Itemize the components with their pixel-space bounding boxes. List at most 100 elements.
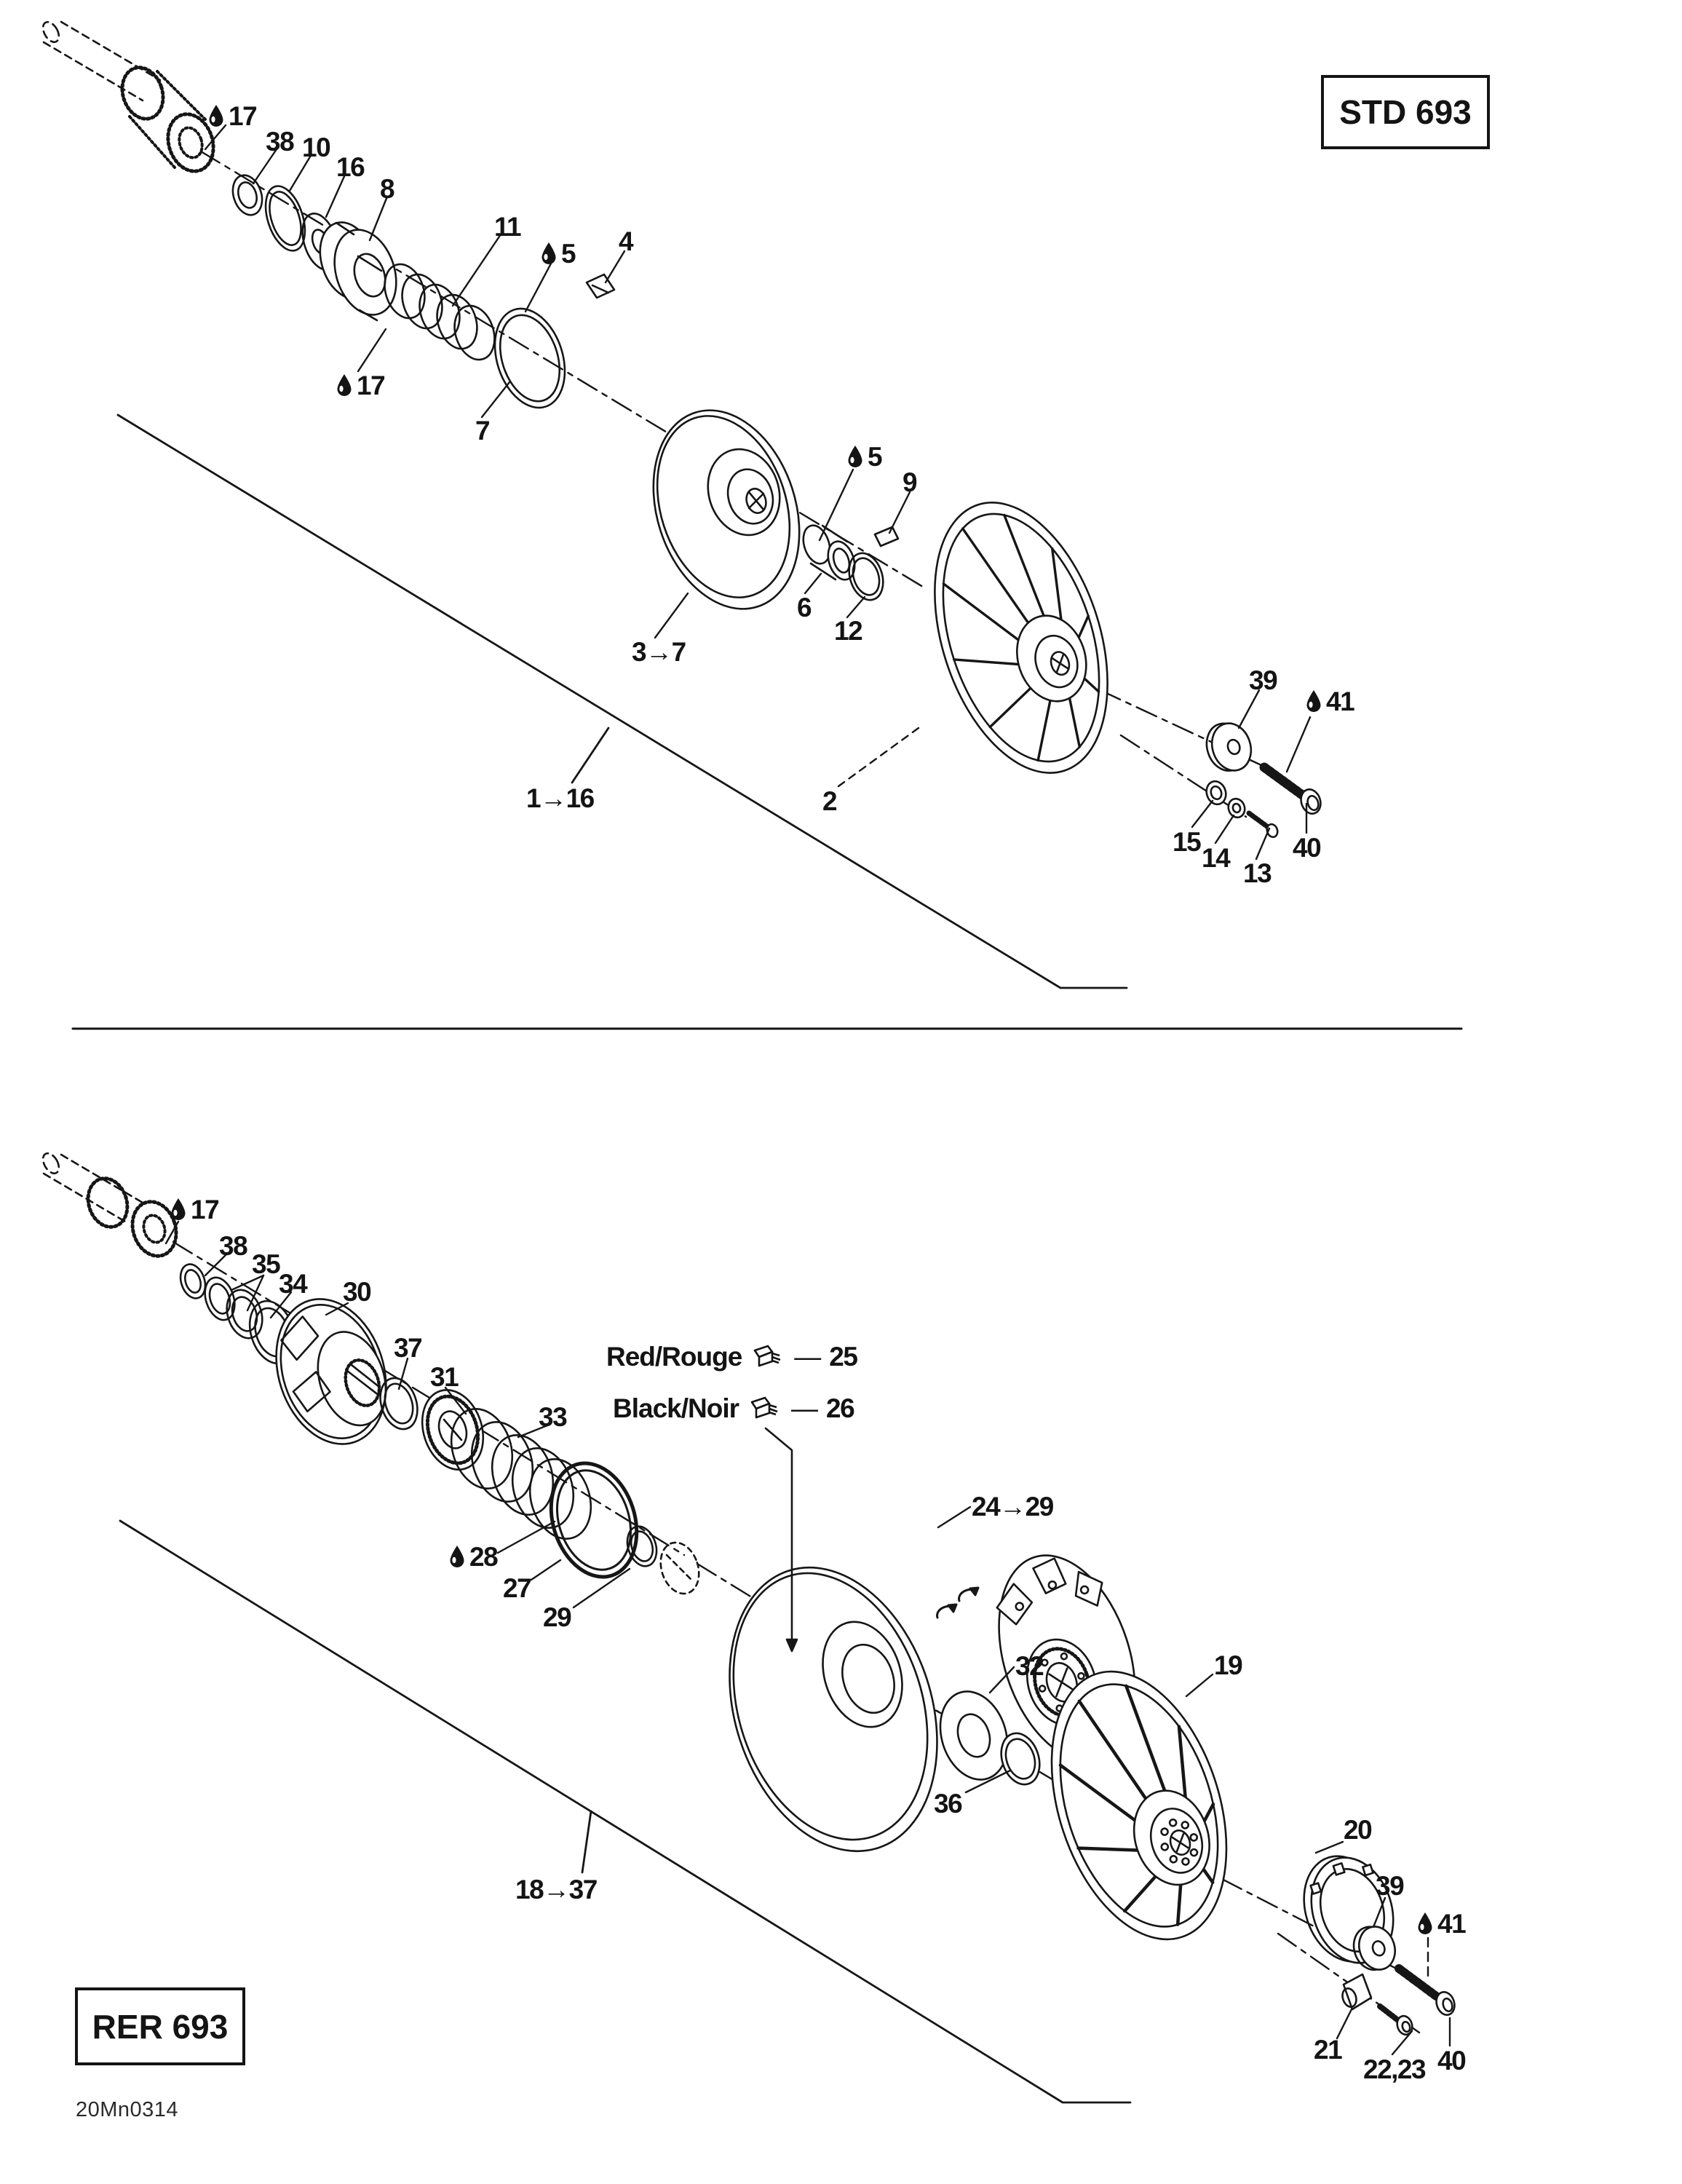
oil-drop-icon: [1418, 1912, 1432, 1934]
part-number: 9: [903, 467, 918, 497]
document-code: 20Mn0314: [76, 2098, 179, 2121]
part-number: 35: [252, 1249, 281, 1279]
color-callout-26: Black/Noir—26: [613, 1393, 855, 1423]
callout-14: 14: [1202, 843, 1231, 873]
callout-17: 17: [336, 372, 386, 399]
part-number: 8: [380, 174, 395, 204]
part-number: 32: [1015, 1651, 1044, 1681]
color-name: Black/Noir: [613, 1393, 739, 1423]
callout-28: 28: [448, 1542, 499, 1572]
fixed-sheave-2: [934, 502, 1108, 774]
callout-38: 38: [266, 127, 295, 157]
dash-separator: —: [791, 1393, 818, 1423]
snap-ring-10: [264, 185, 306, 252]
callout-19: 19: [1214, 1650, 1243, 1680]
callout-9: 9: [903, 467, 918, 497]
callout-17: 17: [207, 103, 258, 130]
part-number: 16: [336, 152, 365, 182]
callout-39: 39: [1249, 667, 1278, 694]
wire-clip-icon: [753, 1345, 781, 1367]
spring-11: [384, 263, 496, 361]
part-number: 39: [1376, 1871, 1405, 1901]
variant-label-rer: RER 693: [92, 2007, 229, 2046]
callout-12: 12: [834, 617, 863, 644]
part-number: 7: [475, 416, 491, 446]
callout-21: 21: [1314, 2035, 1343, 2065]
variant-badge-std: STD 693: [1321, 75, 1490, 149]
group-bracket-18-37: [119, 1519, 1132, 2104]
screw-13: [1246, 810, 1279, 839]
washer-39: [1205, 722, 1253, 772]
oil-drop-icon: [1306, 690, 1321, 712]
splined-shaft-end: [86, 1176, 178, 1258]
part-number: 41: [1437, 1909, 1467, 1939]
callout-3→7: 3→7: [632, 638, 686, 665]
part-number: 28: [469, 1542, 499, 1572]
part-number: 15: [1173, 827, 1202, 857]
black-noir-pointer: [764, 1427, 798, 1653]
part-number: 18→37: [515, 1875, 598, 1904]
group-bracket-1-16: [116, 414, 1128, 989]
part-number: 27: [503, 1573, 532, 1603]
part-number: 13: [1243, 858, 1272, 888]
washer-32: [939, 1690, 1009, 1781]
rer-693-drawing: [41, 1152, 1456, 2104]
part-number: 21: [1314, 2035, 1343, 2065]
washer-39: [1352, 1926, 1396, 1971]
part-number: 20: [1344, 1815, 1373, 1845]
part-number: 34: [279, 1269, 308, 1299]
part-number: 24→29: [972, 1492, 1054, 1522]
callout-29: 29: [543, 1602, 572, 1632]
callout-40: 40: [1293, 834, 1322, 861]
callout-5: 5: [540, 239, 576, 269]
oil-drop-icon: [542, 242, 556, 264]
o-ring-29: [626, 1525, 658, 1567]
bolt-40: [1259, 762, 1322, 815]
part-number: 2: [822, 786, 838, 816]
callout-13: 13: [1243, 858, 1272, 888]
callout-37: 37: [394, 1333, 423, 1363]
part-number: 31: [430, 1362, 459, 1392]
ring-37: [379, 1377, 418, 1431]
spring-33: [450, 1408, 592, 1540]
callout-20: 20: [1344, 1815, 1373, 1845]
variant-badge-rer: RER 693: [75, 1987, 245, 2065]
part-number: 11: [494, 212, 522, 242]
screw-22-23: [1377, 2003, 1413, 2036]
vaned-sheave-19: [1050, 1670, 1228, 1941]
splined-shaft-end: [120, 66, 215, 173]
part-number: 10: [302, 132, 331, 162]
part-number: 40: [1437, 2046, 1467, 2076]
part-number: 5: [561, 239, 576, 269]
crankshaft-end: [41, 1152, 144, 1223]
part-number: 37: [394, 1333, 423, 1363]
part-number: 14: [1202, 843, 1231, 873]
callout-1→16: 1→16: [526, 785, 595, 812]
part-number: 19: [1214, 1650, 1243, 1680]
callout-11: 11: [494, 212, 522, 242]
callout-32: 32: [1015, 1651, 1044, 1681]
part-number: 29: [543, 1602, 572, 1632]
oil-drop-icon: [848, 446, 862, 467]
oil-drop-icon: [450, 1546, 464, 1567]
callout-4: 4: [619, 228, 634, 255]
ghost-ring: [659, 1541, 700, 1595]
key-9: [873, 526, 900, 547]
callout-31: 31: [430, 1362, 459, 1392]
callout-10: 10: [302, 132, 331, 162]
part-number: 17: [191, 1195, 220, 1224]
leader-lines-top: [204, 124, 1312, 860]
part-number: 38: [266, 127, 295, 157]
cam-drum-30: [275, 1298, 387, 1445]
rotation-arrows: [936, 1586, 980, 1619]
callout-35: 35: [252, 1249, 281, 1279]
callout-36: 36: [934, 1790, 963, 1817]
wire-clip-icon: [750, 1396, 778, 1419]
sliding-sheave-24-29: [729, 1566, 938, 1853]
part-number: 22,23: [1363, 2054, 1427, 2084]
cup-8: [319, 221, 397, 322]
washer-14: [1227, 797, 1246, 819]
ring-36: [1000, 1732, 1041, 1786]
part-number: 41: [1326, 687, 1355, 716]
washers-35: [204, 1276, 263, 1340]
